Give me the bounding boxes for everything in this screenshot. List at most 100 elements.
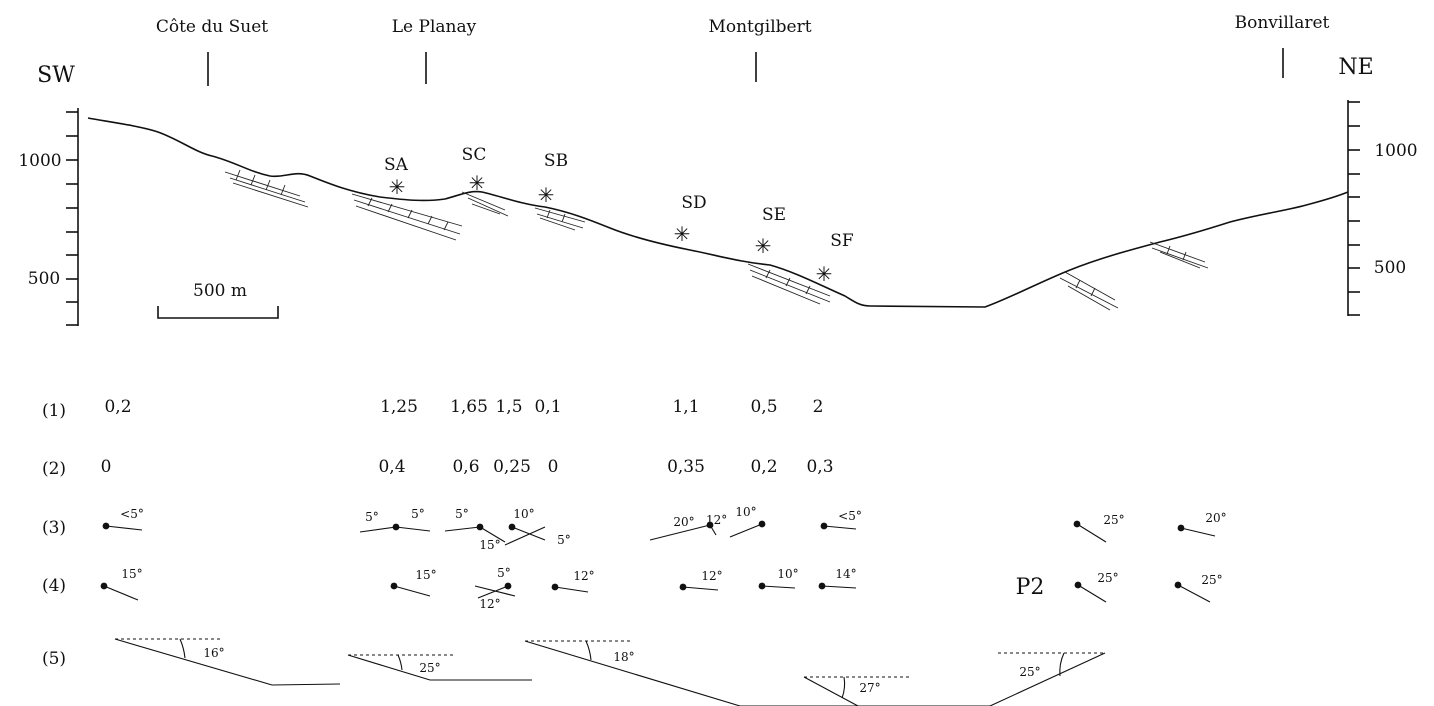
- site-marker: ✳: [674, 222, 691, 246]
- row3-angle: 10°: [513, 507, 534, 521]
- site-label-se: SE: [762, 205, 786, 225]
- orientation-sw: SW: [37, 63, 75, 88]
- row4-angle: 10°: [777, 567, 798, 581]
- row1-value: 1,5: [495, 397, 522, 417]
- site-marker: ✳: [469, 171, 486, 195]
- row-label-1: (1): [42, 401, 66, 421]
- row2-value: 0,3: [806, 457, 833, 477]
- dip-symbol: [818, 582, 857, 590]
- row4-angle: 5°: [497, 566, 511, 580]
- limestone-layer: [747, 263, 831, 305]
- row5-angle: 16°: [203, 646, 224, 660]
- row4-angle: 15°: [121, 567, 142, 581]
- scale-bar: [157, 306, 279, 319]
- site-label-sa: SA: [384, 155, 409, 175]
- site-marker: ✳: [389, 175, 406, 199]
- scale-bar-label: 500 m: [193, 281, 247, 301]
- row2-value: 0,35: [667, 457, 705, 477]
- limestone-layer: [1149, 241, 1209, 269]
- row5-angle: 18°: [613, 650, 634, 664]
- row4-angle: 12°: [701, 569, 722, 583]
- row3-angle: <5°: [838, 509, 862, 523]
- dip-symbol: [359, 523, 431, 533]
- row2-value: 0,25: [493, 457, 531, 477]
- row3-angle: 20°: [673, 515, 694, 529]
- right-tick-500: 500: [1374, 258, 1406, 278]
- left-tick-1000: 1000: [18, 151, 61, 171]
- row4-angle: 14°: [835, 567, 856, 581]
- site-marker: ✳: [816, 262, 833, 286]
- row4-angle: 12°: [573, 569, 594, 583]
- row2-value: 0,4: [378, 457, 405, 477]
- row4-angle: 25°: [1097, 571, 1118, 585]
- row2-value: 0,2: [750, 457, 777, 477]
- locality-bonvillaret: Bonvillaret: [1235, 13, 1330, 33]
- slope-angle-diagram: [114, 638, 341, 686]
- locality-cote-du-suet: Côte du Suet: [156, 17, 268, 37]
- dip-symbol: [1073, 520, 1107, 543]
- dip-symbol: [390, 582, 431, 597]
- dip-symbol: [444, 523, 506, 543]
- limestone-layer: [1059, 271, 1119, 311]
- limestone-layer: [224, 169, 309, 208]
- site-label-sc: SC: [462, 145, 487, 165]
- row3-angle: 12°: [706, 513, 727, 527]
- limestone-layer: [534, 207, 586, 231]
- dip-symbol: [551, 583, 589, 593]
- row2-value: 0: [101, 457, 112, 477]
- row1-value: 0,1: [534, 397, 561, 417]
- row1-value: 0,2: [104, 397, 131, 417]
- row4-angle: 25°: [1201, 573, 1222, 587]
- row1-value: 1,1: [672, 397, 699, 417]
- row1-value: 1,25: [380, 397, 418, 417]
- dip-symbol: [679, 583, 719, 591]
- dip-symbol: [758, 582, 796, 590]
- locality-montgilbert: Montgilbert: [708, 17, 811, 37]
- right-tick-1000: 1000: [1374, 141, 1417, 161]
- orientation-ne: NE: [1338, 55, 1373, 80]
- dip-symbol: [1074, 581, 1107, 603]
- limestone-layer: [461, 191, 509, 217]
- slope-angle-diagram: [740, 676, 910, 706]
- dip-symbol: [504, 523, 546, 546]
- row4-angle: 12°: [479, 597, 500, 611]
- right-elevation-axis: [1347, 100, 1360, 316]
- site-marker: ✳: [755, 234, 772, 258]
- row-label-5: (5): [42, 649, 66, 669]
- row5-angle: 25°: [419, 661, 440, 675]
- row-label-4: (4): [42, 576, 66, 596]
- row3-angle: 25°: [1103, 513, 1124, 527]
- dip-symbol: [649, 521, 717, 541]
- site-label-sf: SF: [830, 231, 854, 251]
- slope-angle-diagram: [347, 654, 532, 681]
- left-elevation-axis: [66, 108, 79, 326]
- row2-value: 0,6: [452, 457, 479, 477]
- row1-value: 0,5: [750, 397, 777, 417]
- slope-angle-diagram: [524, 640, 741, 706]
- site-marker: ✳: [538, 183, 555, 207]
- row-label-3: (3): [42, 518, 66, 538]
- left-tick-500: 500: [28, 269, 60, 289]
- dip-symbol: [820, 522, 857, 530]
- dip-symbol: [729, 520, 766, 538]
- limestone-layer: [351, 193, 463, 241]
- row1-value: 2: [813, 397, 824, 417]
- row5-angle: 25°: [1019, 665, 1040, 679]
- row1-value: 1,65: [450, 397, 488, 417]
- dip-symbol: [474, 582, 516, 599]
- row3-angle: 15°: [479, 538, 500, 552]
- row3-angle: <5°: [120, 507, 144, 521]
- dip-symbol: [1177, 524, 1216, 537]
- dip-symbol: [102, 522, 143, 531]
- row3-angle: 5°: [365, 510, 379, 524]
- row2-value: 0: [548, 457, 559, 477]
- slope-angle-diagram: [858, 652, 1106, 706]
- site-label-sb: SB: [544, 151, 568, 171]
- locality-le-planay: Le Planay: [392, 17, 477, 37]
- row3-angle: 20°: [1205, 511, 1226, 525]
- row4-label-p2: P2: [1016, 575, 1045, 600]
- row3-angle: 5°: [557, 533, 571, 547]
- topographic-profile: [87, 117, 1349, 308]
- row3-angle: 5°: [455, 507, 469, 521]
